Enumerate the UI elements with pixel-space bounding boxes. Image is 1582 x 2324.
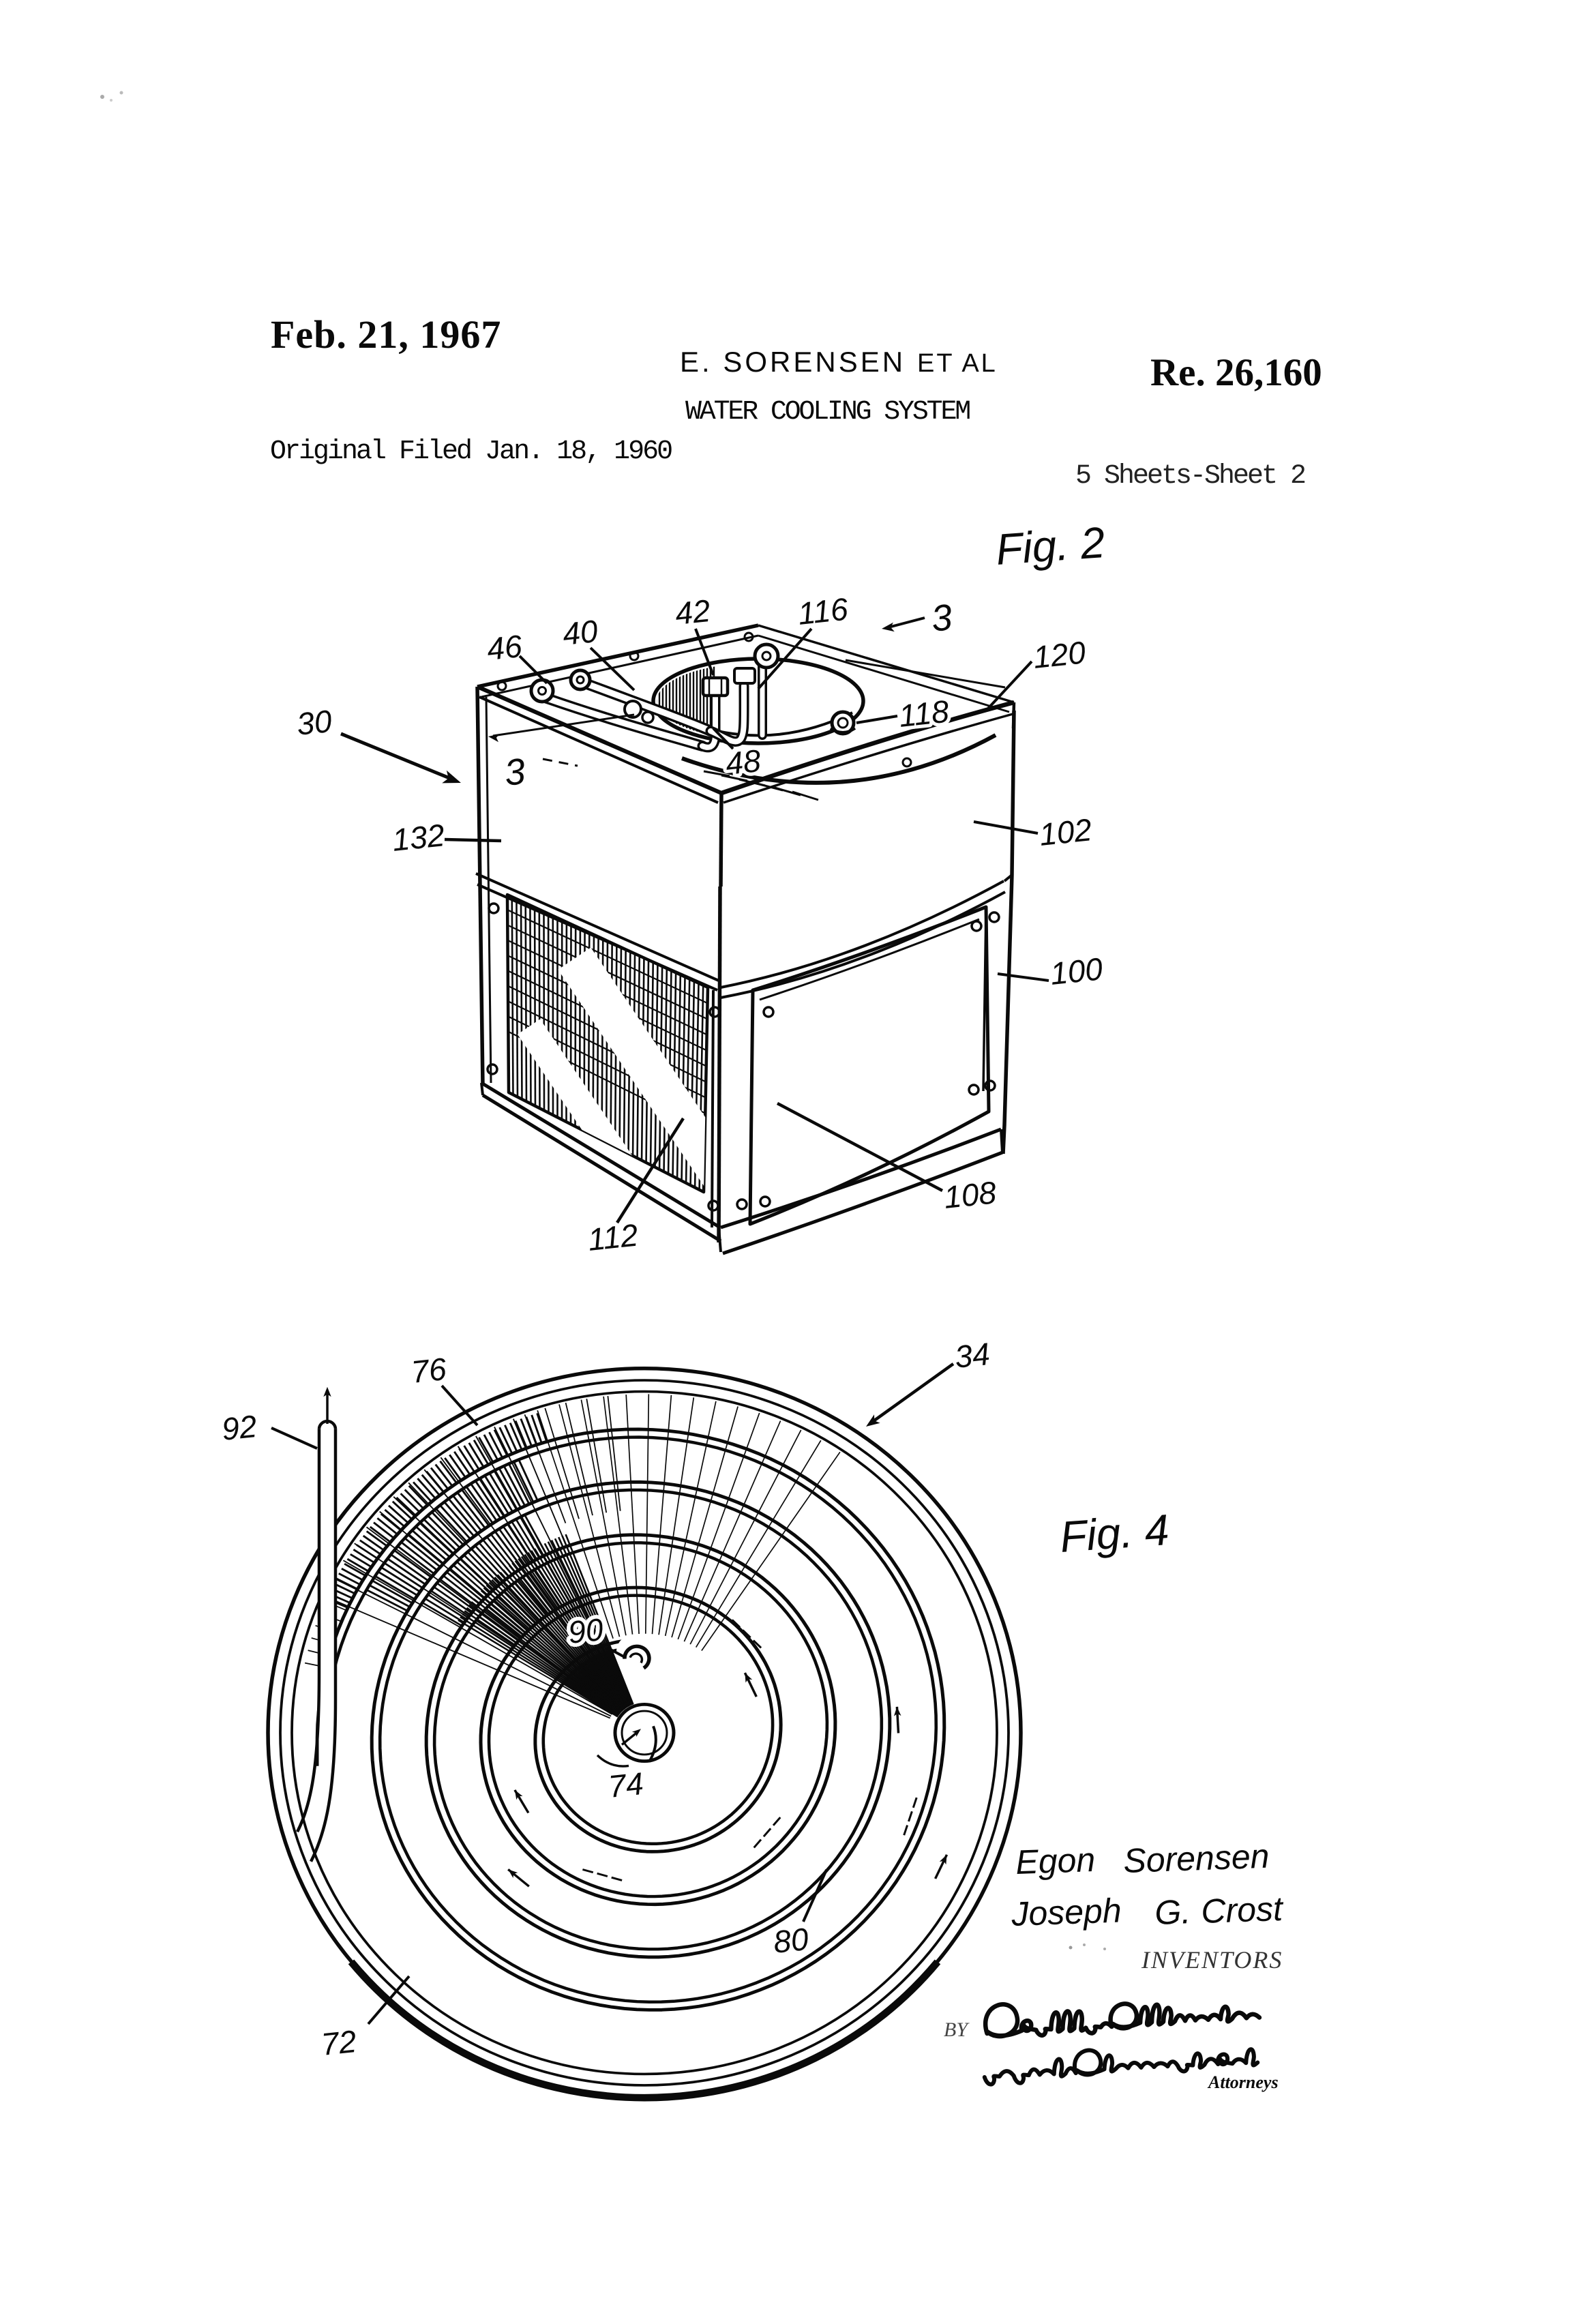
svg-text:102: 102 — [1038, 811, 1094, 852]
svg-text:Crost: Crost — [1200, 1890, 1284, 1931]
svg-text:5 Sheets-Sheet 2: 5 Sheets-Sheet 2 — [1075, 461, 1305, 492]
svg-text:108: 108 — [942, 1174, 998, 1215]
svg-text:3: 3 — [929, 597, 954, 640]
svg-text:30: 30 — [295, 703, 334, 742]
svg-text:BY: BY — [944, 2018, 970, 2041]
svg-text:Re. 26,160: Re. 26,160 — [1150, 351, 1322, 394]
svg-text:Sorensen: Sorensen — [1122, 1837, 1270, 1880]
svg-text:46: 46 — [486, 628, 524, 667]
svg-text:Fig. 4: Fig. 4 — [1058, 1505, 1171, 1562]
svg-text:100: 100 — [1049, 951, 1105, 992]
svg-text:90: 90 — [567, 1611, 606, 1650]
svg-text:Joseph: Joseph — [1010, 1891, 1122, 1933]
svg-text:48: 48 — [724, 743, 763, 781]
svg-text:Original Filed Jan. 18, 1960: Original Filed Jan. 18, 1960 — [270, 436, 672, 467]
svg-text:42: 42 — [674, 593, 712, 631]
svg-text:132: 132 — [391, 817, 447, 858]
svg-text:3: 3 — [503, 751, 527, 794]
svg-text:80: 80 — [772, 1921, 811, 1960]
svg-text:WATER COOLING SYSTEM: WATER COOLING SYSTEM — [685, 397, 970, 428]
svg-text:INVENTORS: INVENTORS — [1141, 1946, 1283, 1973]
svg-text:G.: G. — [1154, 1892, 1191, 1932]
svg-text:Fig. 2: Fig. 2 — [994, 518, 1107, 574]
svg-text:76: 76 — [410, 1351, 449, 1390]
svg-text:74: 74 — [607, 1766, 645, 1804]
svg-text:118: 118 — [897, 694, 951, 734]
svg-text:40: 40 — [561, 613, 600, 652]
svg-text:Feb. 21, 1967: Feb. 21, 1967 — [271, 312, 501, 357]
svg-text:Egon: Egon — [1015, 1841, 1096, 1881]
svg-text:72: 72 — [320, 2023, 358, 2062]
svg-text:E. SORENSEN: E. SORENSEN — [680, 346, 906, 378]
svg-text:92: 92 — [220, 1408, 258, 1447]
svg-text:120: 120 — [1032, 634, 1088, 675]
svg-text:112: 112 — [586, 1217, 640, 1257]
svg-text:Attorneys: Attorneys — [1207, 2072, 1279, 2092]
svg-text:34: 34 — [953, 1336, 991, 1375]
svg-text:ET AL: ET AL — [917, 349, 998, 378]
svg-text:116: 116 — [796, 591, 850, 631]
